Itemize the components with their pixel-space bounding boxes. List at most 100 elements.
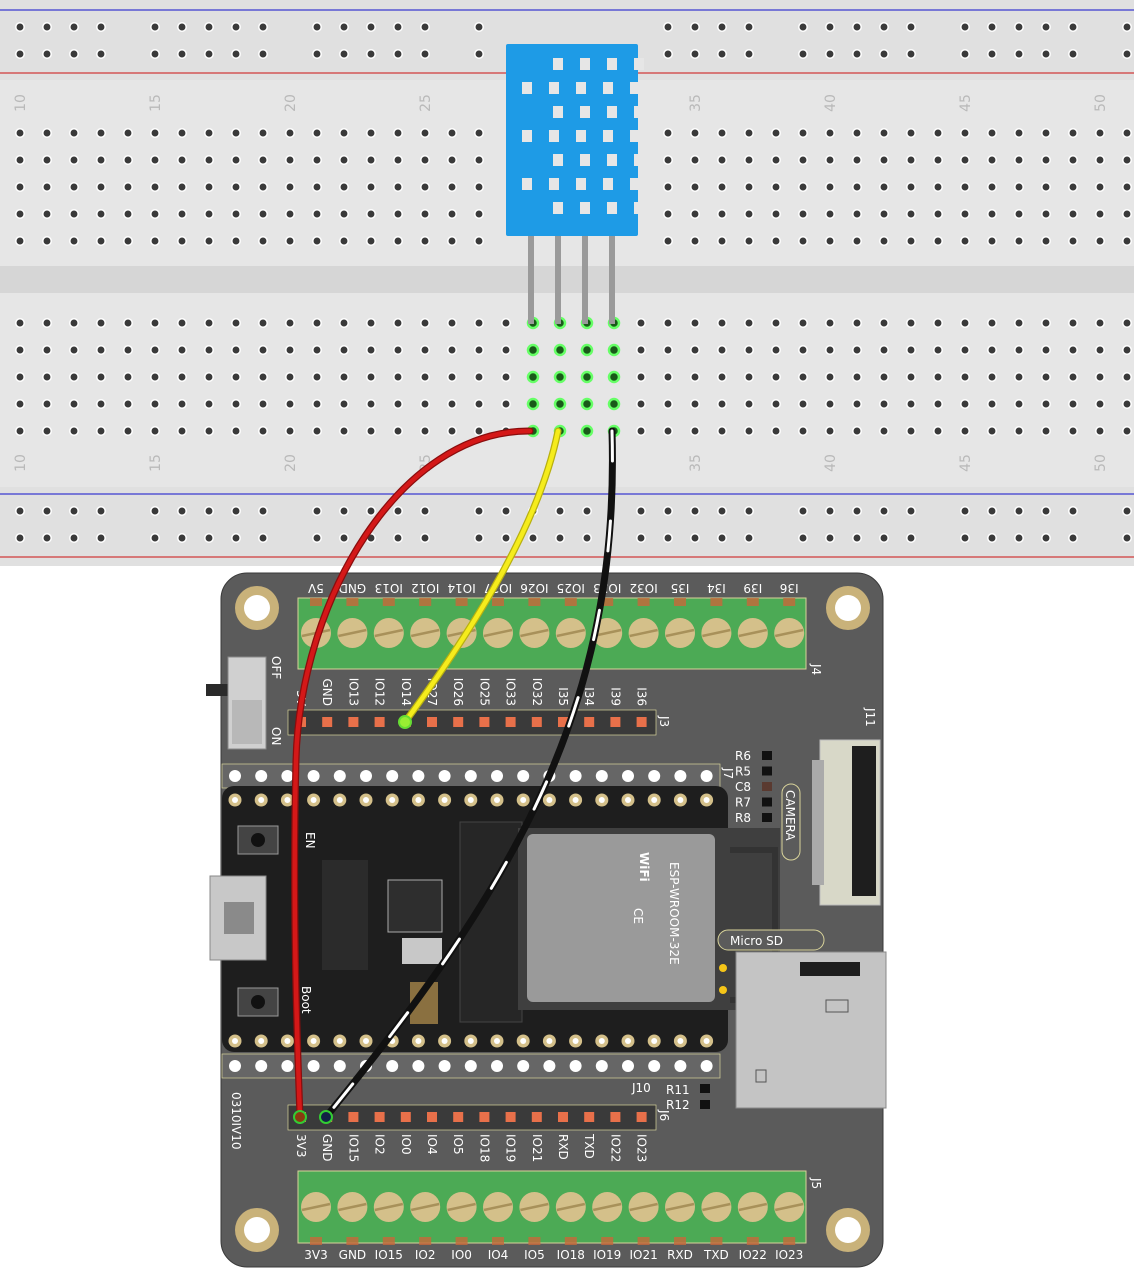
breadboard-hole[interactable] bbox=[420, 182, 430, 192]
breadboard-hole[interactable] bbox=[231, 209, 241, 219]
breadboard-hole[interactable] bbox=[177, 236, 187, 246]
breadboard-hole[interactable] bbox=[933, 128, 943, 138]
rail-hole[interactable] bbox=[420, 49, 430, 59]
breadboard-hole[interactable] bbox=[1041, 128, 1051, 138]
breadboard-hole[interactable] bbox=[15, 209, 25, 219]
breadboard-hole[interactable] bbox=[663, 182, 673, 192]
breadboard-hole[interactable] bbox=[177, 318, 187, 328]
breadboard-hole[interactable] bbox=[285, 209, 295, 219]
breadboard-hole[interactable] bbox=[123, 209, 133, 219]
rail-hole[interactable] bbox=[960, 533, 970, 543]
breadboard-hole[interactable] bbox=[825, 236, 835, 246]
rail-hole[interactable] bbox=[177, 49, 187, 59]
breadboard-hole[interactable] bbox=[1041, 236, 1051, 246]
breadboard-hole[interactable] bbox=[879, 426, 889, 436]
rail-hole[interactable] bbox=[744, 22, 754, 32]
breadboard-hole[interactable] bbox=[501, 345, 511, 355]
breadboard-hole[interactable] bbox=[42, 182, 52, 192]
breadboard-hole[interactable] bbox=[798, 209, 808, 219]
breadboard-hole[interactable] bbox=[663, 372, 673, 382]
breadboard-hole[interactable] bbox=[1122, 372, 1132, 382]
breadboard-hole[interactable] bbox=[420, 345, 430, 355]
breadboard-hole[interactable] bbox=[1041, 345, 1051, 355]
rail-hole[interactable] bbox=[96, 533, 106, 543]
breadboard-hole[interactable] bbox=[1068, 155, 1078, 165]
rail-hole[interactable] bbox=[258, 506, 268, 516]
breadboard-hole[interactable] bbox=[933, 318, 943, 328]
breadboard-hole[interactable] bbox=[960, 236, 970, 246]
rail-hole[interactable] bbox=[1014, 49, 1024, 59]
breadboard-hole[interactable] bbox=[150, 182, 160, 192]
breadboard-hole[interactable] bbox=[987, 182, 997, 192]
breadboard-hole[interactable] bbox=[906, 128, 916, 138]
micro-usb-port[interactable] bbox=[209, 875, 267, 961]
rail-hole[interactable] bbox=[906, 22, 916, 32]
breadboard-hole[interactable] bbox=[526, 370, 540, 384]
breadboard-hole[interactable] bbox=[771, 372, 781, 382]
rail-hole[interactable] bbox=[231, 49, 241, 59]
breadboard-hole[interactable] bbox=[825, 182, 835, 192]
breadboard-hole[interactable] bbox=[987, 372, 997, 382]
breadboard-hole[interactable] bbox=[393, 399, 403, 409]
breadboard-hole[interactable] bbox=[366, 209, 376, 219]
breadboard-hole[interactable] bbox=[42, 236, 52, 246]
breadboard-hole[interactable] bbox=[366, 155, 376, 165]
breadboard-hole[interactable] bbox=[580, 424, 594, 438]
breadboard-hole[interactable] bbox=[1041, 209, 1051, 219]
breadboard-hole[interactable] bbox=[474, 155, 484, 165]
breadboard-hole[interactable] bbox=[393, 426, 403, 436]
breadboard-hole[interactable] bbox=[906, 318, 916, 328]
breadboard-hole[interactable] bbox=[366, 372, 376, 382]
header-pin[interactable] bbox=[374, 717, 385, 727]
breadboard-hole[interactable] bbox=[42, 209, 52, 219]
breadboard-hole[interactable] bbox=[717, 209, 727, 219]
header-pin[interactable] bbox=[531, 1112, 542, 1122]
breadboard-hole[interactable] bbox=[177, 345, 187, 355]
breadboard-hole[interactable] bbox=[1041, 399, 1051, 409]
rail-hole[interactable] bbox=[960, 49, 970, 59]
breadboard-hole[interactable] bbox=[96, 209, 106, 219]
rail-hole[interactable] bbox=[987, 506, 997, 516]
breadboard-hole[interactable] bbox=[744, 372, 754, 382]
rail-hole[interactable] bbox=[339, 506, 349, 516]
breadboard-hole[interactable] bbox=[933, 182, 943, 192]
rail-hole[interactable] bbox=[825, 506, 835, 516]
breadboard-hole[interactable] bbox=[852, 426, 862, 436]
breadboard-hole[interactable] bbox=[607, 397, 621, 411]
breadboard-hole[interactable] bbox=[231, 128, 241, 138]
header-pin[interactable] bbox=[505, 1112, 516, 1122]
breadboard-hole[interactable] bbox=[420, 155, 430, 165]
breadboard-hole[interactable] bbox=[663, 318, 673, 328]
breadboard-hole[interactable] bbox=[150, 128, 160, 138]
rail-hole[interactable] bbox=[852, 49, 862, 59]
breadboard-hole[interactable] bbox=[798, 426, 808, 436]
breadboard-hole[interactable] bbox=[1041, 372, 1051, 382]
header-pin[interactable] bbox=[453, 1112, 464, 1122]
breadboard-hole[interactable] bbox=[636, 372, 646, 382]
rail-hole[interactable] bbox=[150, 506, 160, 516]
rail-hole[interactable] bbox=[204, 506, 214, 516]
rail-hole[interactable] bbox=[906, 49, 916, 59]
breadboard-hole[interactable] bbox=[1041, 426, 1051, 436]
breadboard-hole[interactable] bbox=[1068, 318, 1078, 328]
rail-hole[interactable] bbox=[1122, 22, 1132, 32]
breadboard-hole[interactable] bbox=[553, 343, 567, 357]
breadboard-hole[interactable] bbox=[447, 155, 457, 165]
dht11-sensor[interactable] bbox=[506, 44, 644, 324]
header-pin[interactable] bbox=[584, 1112, 595, 1122]
breadboard-hole[interactable] bbox=[96, 155, 106, 165]
breadboard-hole[interactable] bbox=[150, 209, 160, 219]
breadboard-hole[interactable] bbox=[42, 426, 52, 436]
breadboard-hole[interactable] bbox=[1014, 399, 1024, 409]
breadboard-hole[interactable] bbox=[717, 372, 727, 382]
rail-hole[interactable] bbox=[825, 533, 835, 543]
breadboard-hole[interactable] bbox=[987, 345, 997, 355]
breadboard-hole[interactable] bbox=[1014, 345, 1024, 355]
header-pin[interactable] bbox=[348, 717, 359, 727]
power-switch[interactable] bbox=[206, 656, 267, 750]
breadboard-hole[interactable] bbox=[987, 128, 997, 138]
rail-hole[interactable] bbox=[555, 533, 565, 543]
rail-hole[interactable] bbox=[987, 22, 997, 32]
header-pin[interactable] bbox=[479, 717, 490, 727]
breadboard-hole[interactable] bbox=[663, 345, 673, 355]
